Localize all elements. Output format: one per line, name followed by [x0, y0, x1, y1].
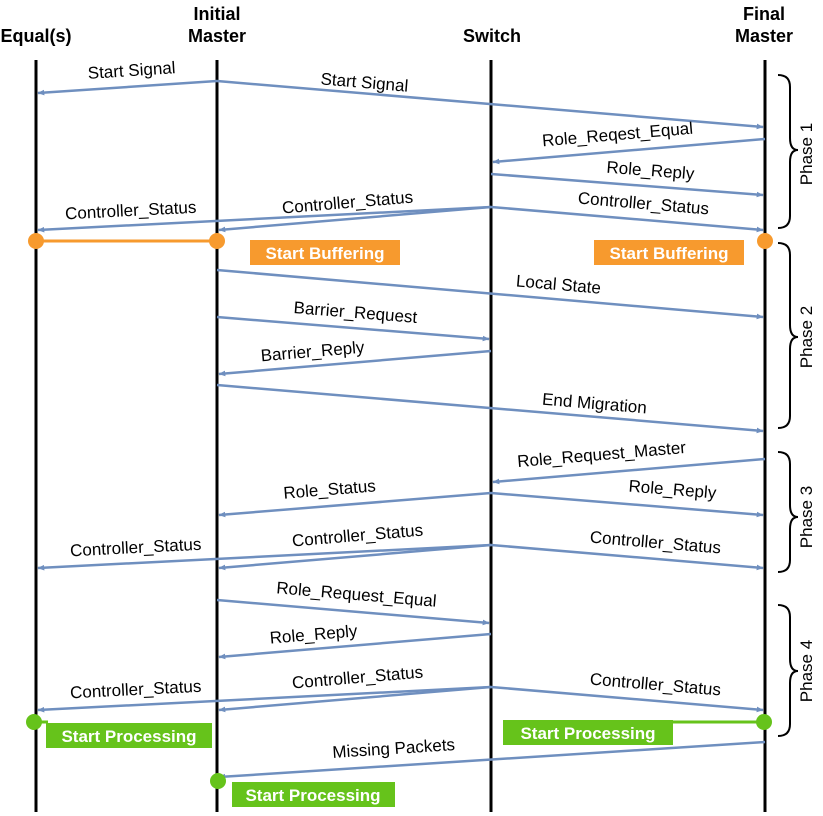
brace-shape: [777, 604, 799, 737]
message-label: Controller_Status: [291, 521, 423, 551]
phase-label: Phase 4: [797, 640, 816, 702]
message-controller-status-final-p3: Controller_Status: [490, 528, 764, 571]
processing-marker-equals: [26, 714, 42, 730]
buffering-badge-initial: [250, 240, 400, 265]
processing-marker-initial: [210, 773, 226, 789]
message-arrow: [216, 268, 764, 320]
message-arrow: [490, 543, 764, 571]
message-arrow: [490, 491, 764, 518]
message-role-reply-p4: Role_Reply: [218, 621, 492, 660]
message-arrow: [216, 383, 764, 434]
message-arrow: [490, 172, 764, 198]
header-initial-line1: Initial: [193, 4, 240, 24]
message-role-reply-p1: Role_Reply: [490, 158, 764, 198]
message-start-signal-equals: Start Signal: [37, 58, 218, 96]
message-arrow: [490, 205, 764, 233]
message-arrow: [37, 79, 218, 96]
message-label: Controller_Status: [589, 528, 721, 558]
event-start-processing: Start Processing Start Processing Start …: [26, 714, 772, 807]
message-end-migration: End Migration: [216, 383, 764, 434]
header-final-line1: Final: [743, 4, 785, 24]
phase-4-bracket: Phase 4: [777, 604, 816, 737]
message-label: Controller_Status: [577, 189, 709, 219]
message-label: Role_Status: [283, 476, 377, 502]
header-initial-line2: Master: [188, 26, 246, 46]
brace-shape: [777, 74, 799, 229]
message-label: Local State: [515, 271, 601, 297]
processing-badge-final-label: Start Processing: [520, 724, 655, 743]
message-arrow: [216, 79, 764, 130]
processing-badge-equals-label: Start Processing: [61, 727, 196, 746]
message-arrow: [218, 543, 492, 571]
message-arrow: [37, 205, 492, 233]
brace-shape: [777, 242, 799, 429]
event-start-buffering: Start Buffering Start Buffering: [28, 233, 773, 265]
phase-1-bracket: Phase 1: [777, 74, 816, 229]
message-arrow: [37, 685, 492, 713]
buffering-badge-initial-label: Start Buffering: [266, 244, 385, 263]
phase-label: Phase 1: [797, 123, 816, 185]
message-label: Barrier_Reply: [260, 338, 366, 366]
message-label: Controller_Status: [291, 663, 423, 693]
buffering-badge-final-label: Start Buffering: [610, 244, 729, 263]
message-controller-status-initial-p3: Controller_Status: [218, 521, 492, 571]
processing-badge-initial: [232, 782, 395, 807]
message-label: Role_Request_Master: [516, 438, 686, 471]
message-arrow: [218, 632, 492, 660]
message-label: Controller_Status: [70, 535, 202, 561]
message-arrow: [37, 543, 492, 571]
message-label: Controller_Status: [65, 198, 197, 224]
message-start-signal-final: Start Signal: [216, 69, 764, 130]
message-controller-status-initial-p4: Controller_Status: [218, 663, 492, 713]
message-role-reqest-equal: Role_Reqest_Equal: [492, 119, 766, 165]
message-label: Controller_Status: [589, 670, 721, 700]
buffering-marker-equals: [28, 233, 44, 249]
message-label: Start Signal: [87, 58, 176, 83]
phase-label: Phase 3: [797, 486, 816, 548]
message-label: Role_Reqest_Equal: [541, 119, 693, 151]
processing-badge-initial-label: Start Processing: [245, 786, 380, 805]
message-arrow: [492, 137, 766, 165]
header-equals: Equal(s): [0, 26, 71, 46]
message-controller-status-final-p1: Controller_Status: [490, 189, 764, 233]
message-label: Role_Reply: [269, 621, 359, 647]
phase-3-bracket: Phase 3: [777, 451, 816, 573]
buffering-marker-final: [757, 233, 773, 249]
message-local-state: Local State: [216, 268, 764, 320]
message-label: Barrier_Request: [293, 298, 418, 327]
buffering-badge-final: [594, 240, 744, 265]
header-switch: Switch: [463, 26, 521, 46]
message-arrow: [218, 740, 766, 780]
message-role-status: Role_Status: [218, 476, 492, 518]
message-arrow: [216, 598, 490, 626]
brace-shape: [777, 451, 799, 573]
message-arrow: [218, 205, 492, 233]
message-arrow: [492, 457, 766, 485]
processing-badge-equals: [46, 723, 212, 748]
message-label: Controller_Status: [70, 677, 202, 703]
buffering-marker-initial: [209, 233, 225, 249]
message-label: Missing Packets: [332, 735, 456, 762]
message-arrow: [218, 685, 492, 713]
message-arrow: [218, 349, 492, 377]
processing-badge-final: [503, 720, 673, 745]
header-final-line2: Master: [735, 26, 793, 46]
message-label: Role_Reply: [628, 477, 718, 503]
message-controller-status-final-p4: Controller_Status: [490, 670, 764, 713]
processing-marker-final: [756, 714, 772, 730]
message-arrow: [490, 685, 764, 713]
message-barrier-reply: Barrier_Reply: [218, 338, 492, 377]
message-role-request-equal: Role_Request_Equal: [216, 578, 490, 626]
message-role-request-master: Role_Request_Master: [492, 438, 766, 485]
message-barrier-request: Barrier_Request: [216, 298, 490, 342]
message-arrow: [218, 491, 492, 518]
phase-label: Phase 2: [797, 306, 816, 368]
phase-2-bracket: Phase 2: [777, 242, 816, 429]
message-label: Role_Reply: [606, 158, 696, 184]
message-arrow: [216, 315, 490, 342]
message-role-reply-p3: Role_Reply: [490, 477, 764, 518]
